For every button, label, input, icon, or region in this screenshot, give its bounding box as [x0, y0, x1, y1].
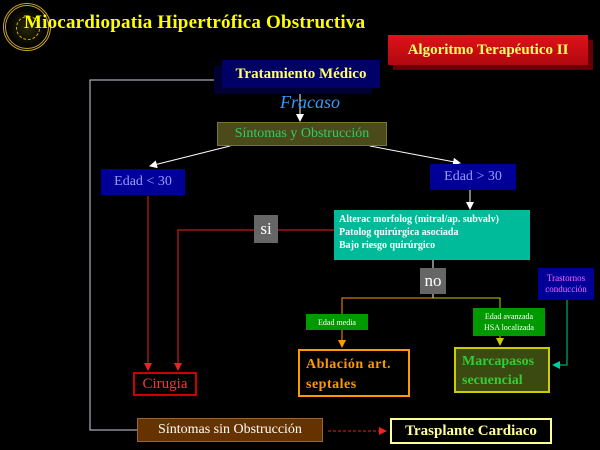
trasplante-cardiaco-box: Trasplante Cardiaco: [390, 418, 552, 444]
criteria-box: Alterac morfolog (mitral/ap. subvalv) Pa…: [334, 210, 530, 260]
arrow-trastornos: [552, 300, 568, 369]
criteria-line: Bajo riesgo quirúrgico: [339, 240, 436, 251]
cirugia-box: Cirugia: [133, 372, 197, 396]
arrow-to-edad-right: [369, 145, 461, 166]
edad-media-tag: Edad media: [306, 314, 368, 330]
trastornos-conduccion-box: Trastornos conducción: [538, 268, 594, 300]
sintomas-sin-obstruccion-box: Síntomas sin Obstrucción: [137, 418, 323, 442]
marcapasos-box: Marcapasos secuencial: [454, 347, 550, 393]
edad-menor-30-box: Edad < 30: [101, 169, 185, 195]
slide-title: Miocardiopatia Hipertrófica Obstructiva: [24, 12, 366, 33]
criteria-line: Alterac morfolog (mitral/ap. subvalv): [339, 214, 499, 225]
algorithm-label-box: Algoritmo Terapéutico II: [388, 35, 588, 65]
ablacion-line: septales: [306, 377, 357, 392]
trastornos-line: Trastornos: [546, 273, 586, 283]
arrow-ablacion: [338, 297, 433, 348]
marcapasos-line: Marcapasos: [462, 354, 535, 369]
ablacion-line: Ablación art.: [306, 357, 392, 372]
edad-mayor-30-box: Edad > 30: [430, 164, 516, 190]
loop-line: [89, 79, 214, 431]
seal-ring: [16, 16, 40, 40]
no-label: no: [420, 268, 446, 294]
tratamiento-medico-box: Tratamiento Médico: [222, 60, 380, 88]
marcapasos-line: secuencial: [462, 373, 523, 388]
arrow-to-edad-left: [149, 145, 231, 169]
fracaso-label: Fracaso: [280, 92, 340, 112]
trastornos-line: conducción: [545, 284, 587, 294]
arrow-si-cirugia: [174, 229, 334, 371]
university-seal-logo: [3, 3, 51, 51]
si-label: si: [254, 215, 278, 243]
edad-avanzada-line: HSA localizada: [484, 323, 534, 332]
ablacion-septal-box: Ablación art. septales: [298, 349, 410, 397]
edad-avanzada-tag: Edad avanzada HSA localizada: [473, 308, 545, 336]
criteria-line: Patolog quirúrgica asociada: [339, 227, 459, 238]
edad-avanzada-line: Edad avanzada: [484, 312, 534, 321]
sintomas-obstruccion-box: Síntomas y Obstrucción: [217, 122, 387, 146]
